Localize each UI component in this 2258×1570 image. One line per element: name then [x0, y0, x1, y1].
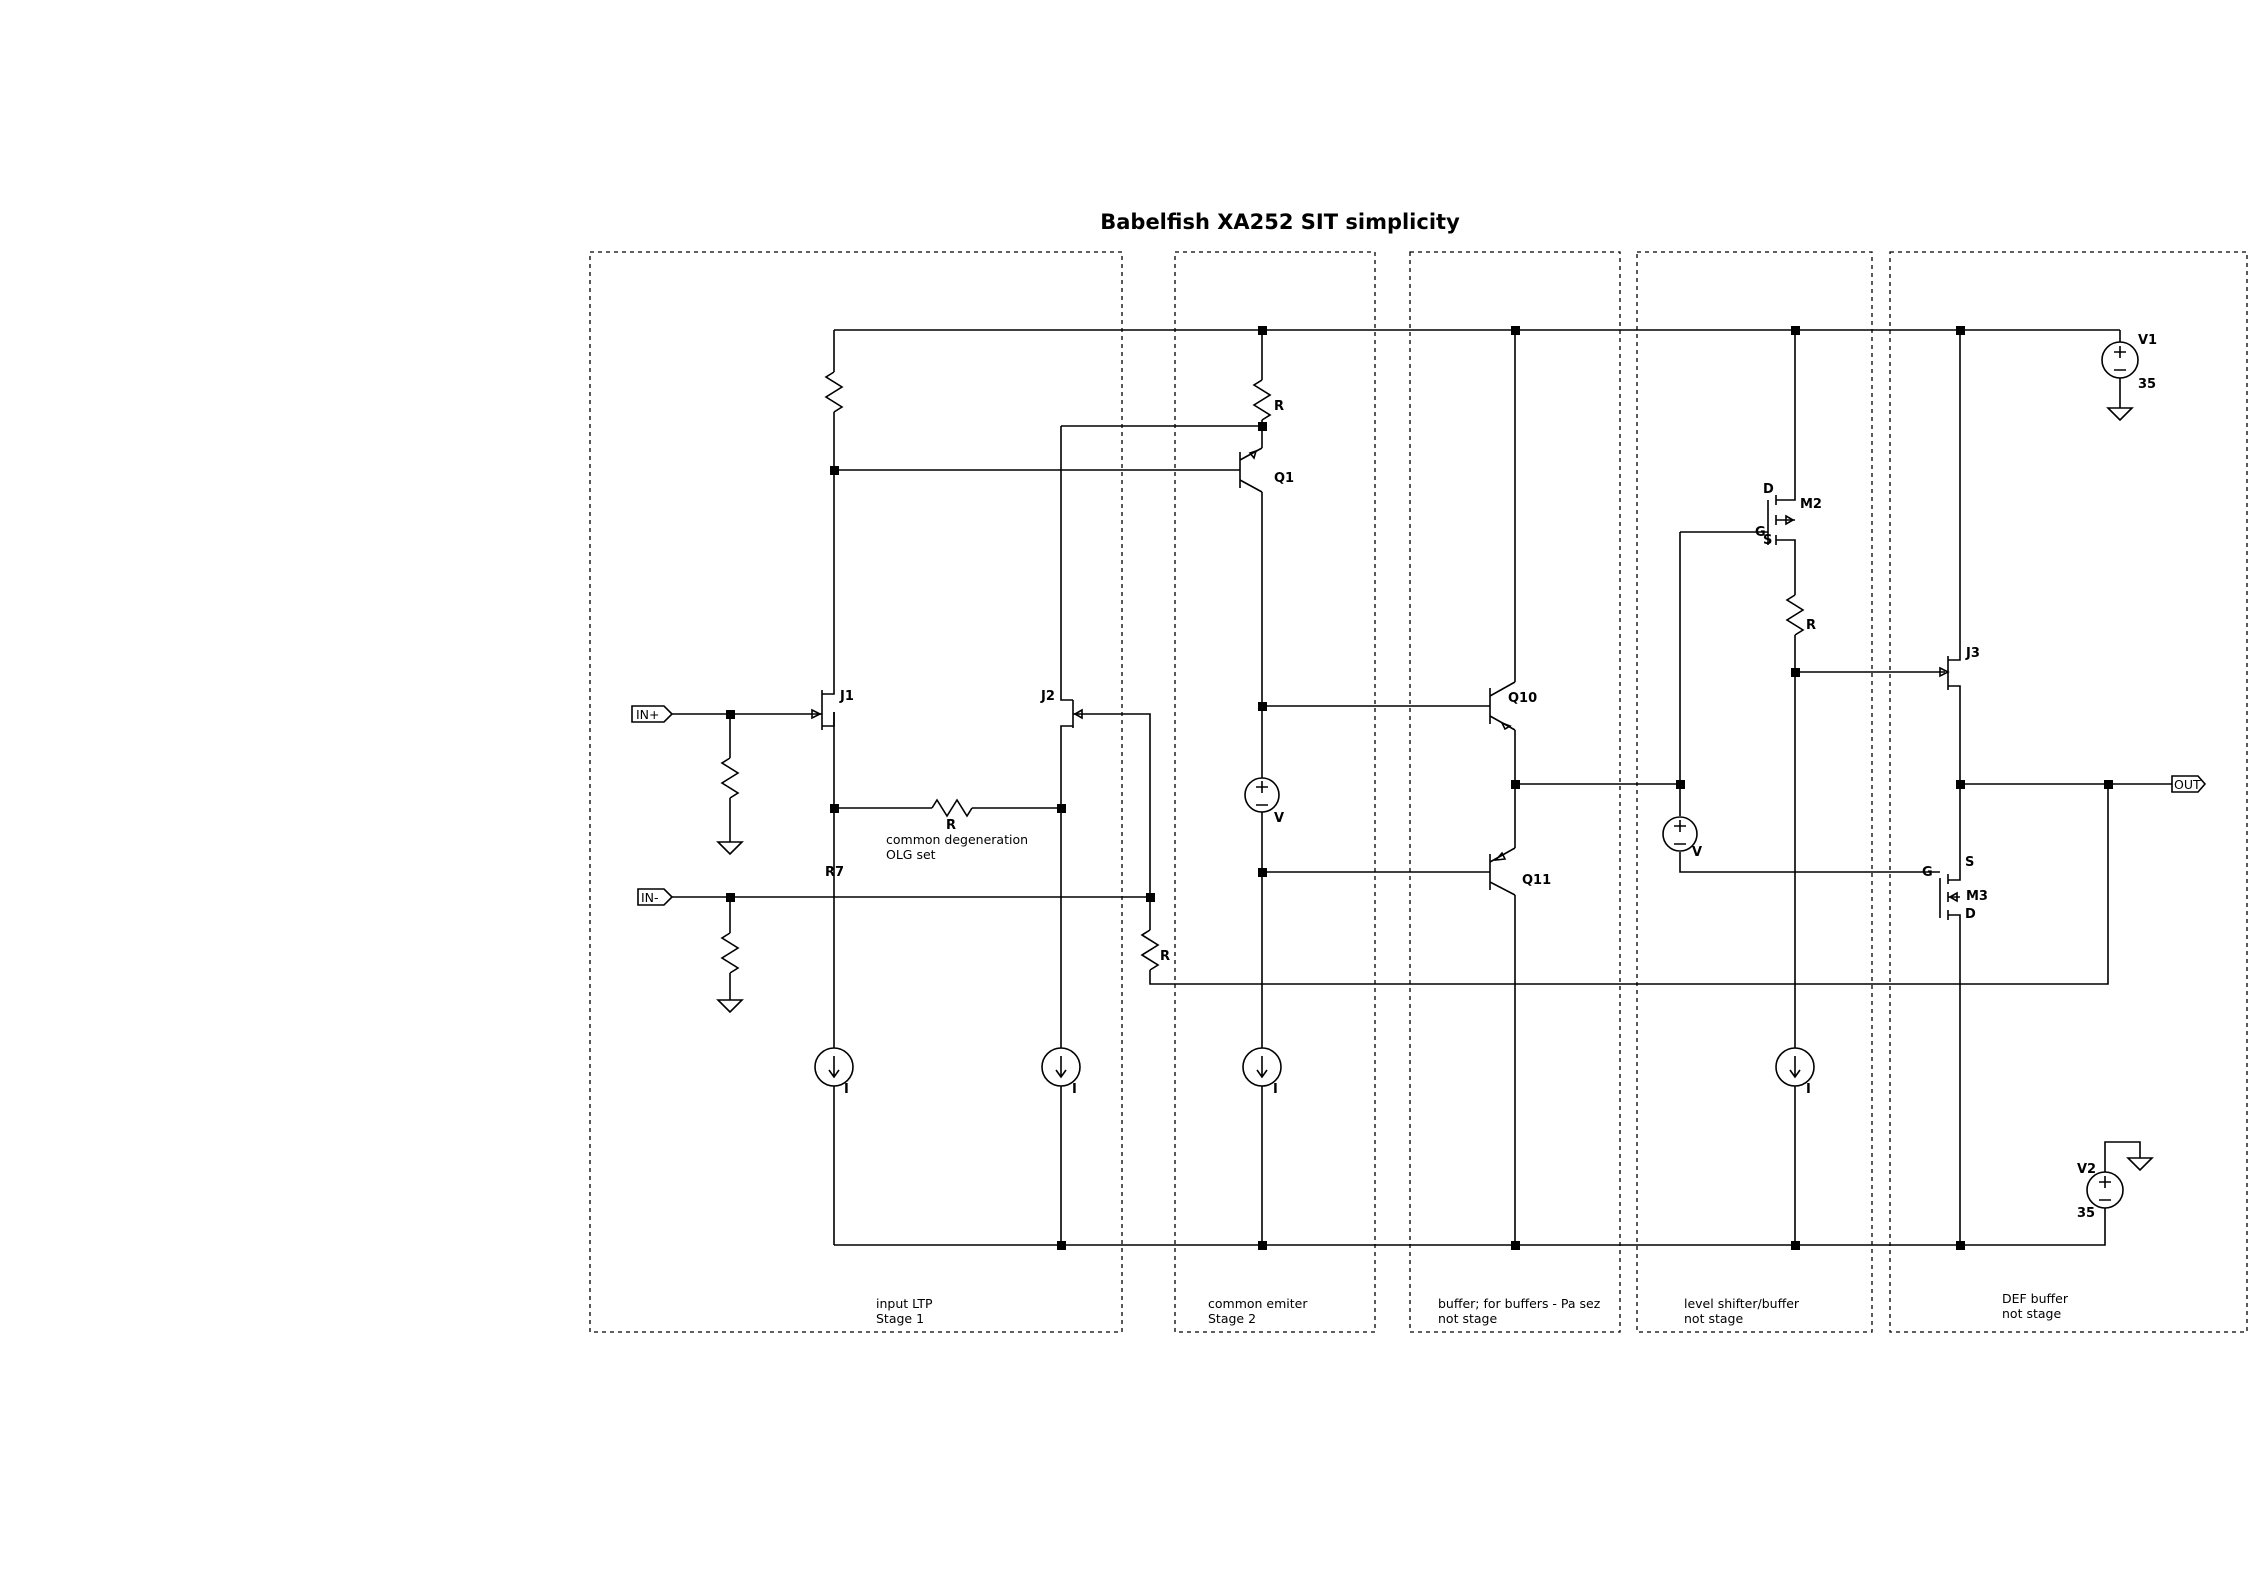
bjt-q1 — [1228, 447, 1263, 493]
bjt-q10 — [1475, 681, 1516, 731]
label-r7: R7 — [825, 865, 844, 880]
label-r-shifter: R — [1806, 618, 1816, 633]
label-q10: Q10 — [1508, 691, 1537, 706]
label-m2-d: D — [1763, 482, 1774, 497]
current-sources — [814, 1047, 1815, 1087]
label-j3: J3 — [1965, 646, 1980, 661]
label-v1: V1 — [2138, 333, 2157, 348]
mosfet-m3 — [1930, 871, 1961, 920]
label-m3: M3 — [1966, 889, 1988, 904]
label-i-3: I — [1273, 1082, 1278, 1097]
label-i-1: I — [844, 1082, 849, 1097]
label-m2-s: S — [1763, 533, 1772, 548]
label-ce-stage: Stage 2 — [1208, 1311, 1256, 1326]
label-m2-g: G — [1755, 525, 1766, 540]
label-m3-s: S — [1965, 855, 1974, 870]
port-in-plus: IN+ — [631, 705, 674, 723]
jfet-j1 — [811, 680, 835, 730]
label-q11: Q11 — [1522, 873, 1551, 888]
label-q1: Q1 — [1274, 471, 1294, 486]
label-v-shifter: V — [1692, 845, 1702, 860]
stage-boxes — [589, 251, 2248, 1333]
port-in-plus-label: IN+ — [636, 707, 660, 722]
label-r-feedback: R — [1160, 949, 1170, 964]
box-level-shifter — [1636, 251, 1873, 1333]
bjt-q11 — [1475, 847, 1516, 896]
port-out: OUT — [2171, 775, 2207, 793]
label-m3-d: D — [1965, 907, 1976, 922]
label-i-2: I — [1072, 1082, 1077, 1097]
box-buffer — [1409, 251, 1621, 1333]
label-v2: V2 — [2077, 1162, 2096, 1177]
label-degeneration-2: OLG set — [886, 847, 936, 862]
label-degeneration-1: common degeneration — [886, 832, 1028, 847]
wires — [672, 329, 2172, 1246]
port-in-minus-label: IN- — [641, 890, 659, 905]
jfet-j2 — [1060, 690, 1083, 728]
label-v2-value: 35 — [2077, 1206, 2095, 1221]
port-in-minus: IN- — [637, 888, 674, 906]
label-shifter-stage: not stage — [1684, 1311, 1743, 1326]
box-common-emitter — [1174, 251, 1376, 1333]
box-input-ltp — [589, 251, 1123, 1333]
label-ce: common emiter — [1208, 1296, 1308, 1311]
label-input-ltp: input LTP — [876, 1296, 933, 1311]
label-i-4: I — [1806, 1082, 1811, 1097]
voltage-sources — [1244, 341, 2139, 1209]
label-j1: J1 — [839, 689, 854, 704]
label-input-stage: Stage 1 — [876, 1311, 924, 1326]
box-def-buffer — [1889, 251, 2248, 1333]
label-def: DEF buffer — [2002, 1291, 2069, 1306]
label-buffer-stage: not stage — [1438, 1311, 1497, 1326]
junction-dots — [726, 326, 2113, 1250]
label-def-stage: not stage — [2002, 1306, 2061, 1321]
label-r-degeneration: R — [946, 818, 956, 833]
label-v-ce: V — [1274, 811, 1284, 826]
label-shifter: level shifter/buffer — [1684, 1296, 1800, 1311]
label-buffer: buffer; for buffers - Pa sez — [1438, 1296, 1601, 1311]
schematic-title: Babelfish XA252 SIT simplicity — [1100, 210, 1460, 234]
label-v1-value: 35 — [2138, 377, 2156, 392]
label-j2: J2 — [1040, 689, 1055, 704]
mosfet-m2 — [1767, 488, 1796, 545]
label-m2: M2 — [1800, 497, 1822, 512]
label-m3-g: G — [1922, 865, 1933, 880]
port-out-label: OUT — [2174, 777, 2201, 792]
jfet-j3 — [1939, 648, 1961, 690]
label-r-q1: R — [1274, 399, 1284, 414]
